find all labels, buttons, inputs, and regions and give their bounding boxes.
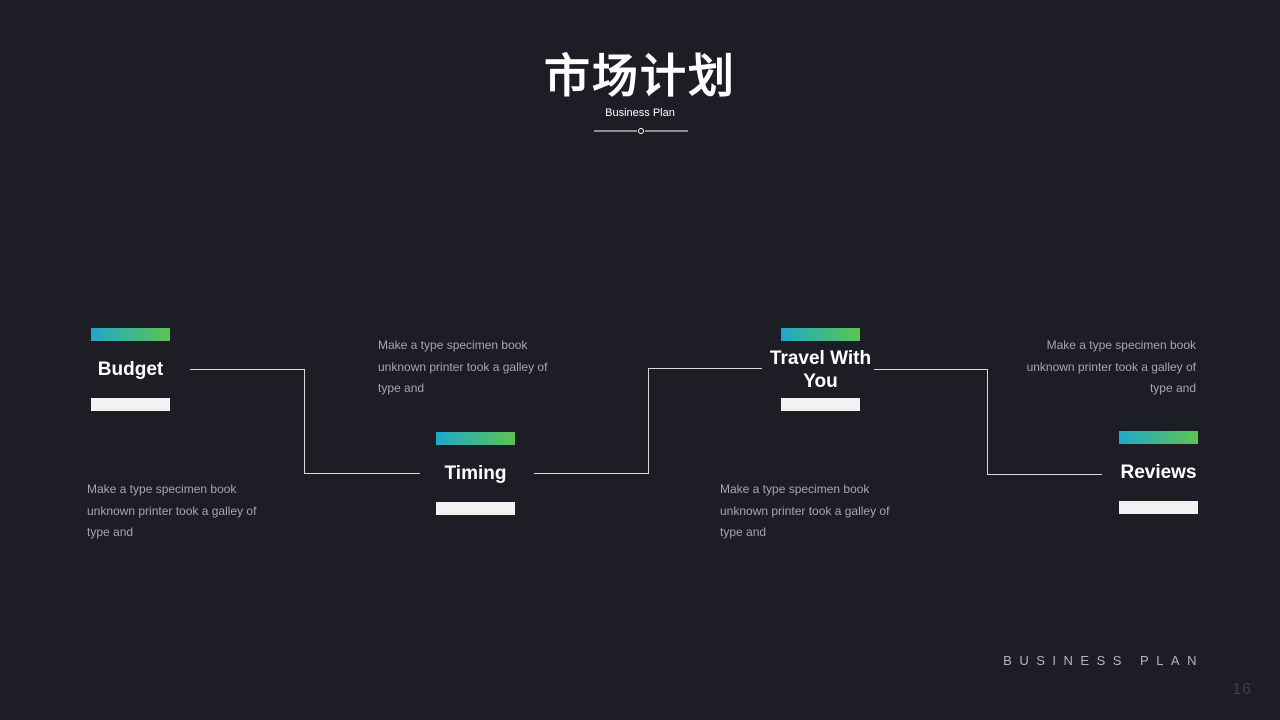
title-divider bbox=[594, 128, 688, 134]
description-timing: Make a type specimen book unknown printe… bbox=[378, 338, 548, 395]
footer-brand: BUSINESS PLAN bbox=[1003, 653, 1204, 668]
gradient-bar bbox=[91, 328, 170, 341]
node-reviews: Reviews bbox=[1119, 431, 1198, 514]
description-reviews: Make a type specimen book unknown printe… bbox=[1026, 338, 1196, 395]
slide-title: 市场计划 bbox=[544, 49, 736, 103]
gradient-bar bbox=[781, 328, 860, 341]
light-bar bbox=[91, 398, 170, 411]
node-label-timing: Timing bbox=[444, 463, 507, 484]
light-bar bbox=[781, 398, 860, 411]
connector-budget-timing bbox=[190, 369, 420, 474]
connector-timing-travel bbox=[534, 368, 762, 474]
node-label-travel-with-you: Travel With You bbox=[769, 348, 872, 392]
description-travel-with-you: Make a type specimen book unknown printe… bbox=[720, 482, 890, 539]
node-label-reviews: Reviews bbox=[1120, 462, 1197, 483]
gradient-bar bbox=[1119, 431, 1198, 444]
node-label-budget: Budget bbox=[97, 359, 164, 380]
gradient-bar bbox=[436, 432, 515, 445]
page-number: 16 bbox=[1232, 681, 1252, 698]
node-timing: Timing bbox=[436, 432, 515, 515]
light-bar bbox=[436, 502, 515, 515]
description-budget: Make a type specimen book unknown printe… bbox=[87, 482, 257, 539]
slide-subtitle: Business Plan bbox=[605, 107, 675, 119]
node-travel-with-you: Travel With You bbox=[770, 328, 871, 411]
light-bar bbox=[1119, 501, 1198, 514]
node-budget: Budget bbox=[91, 328, 170, 411]
connector-travel-reviews bbox=[874, 369, 1102, 475]
